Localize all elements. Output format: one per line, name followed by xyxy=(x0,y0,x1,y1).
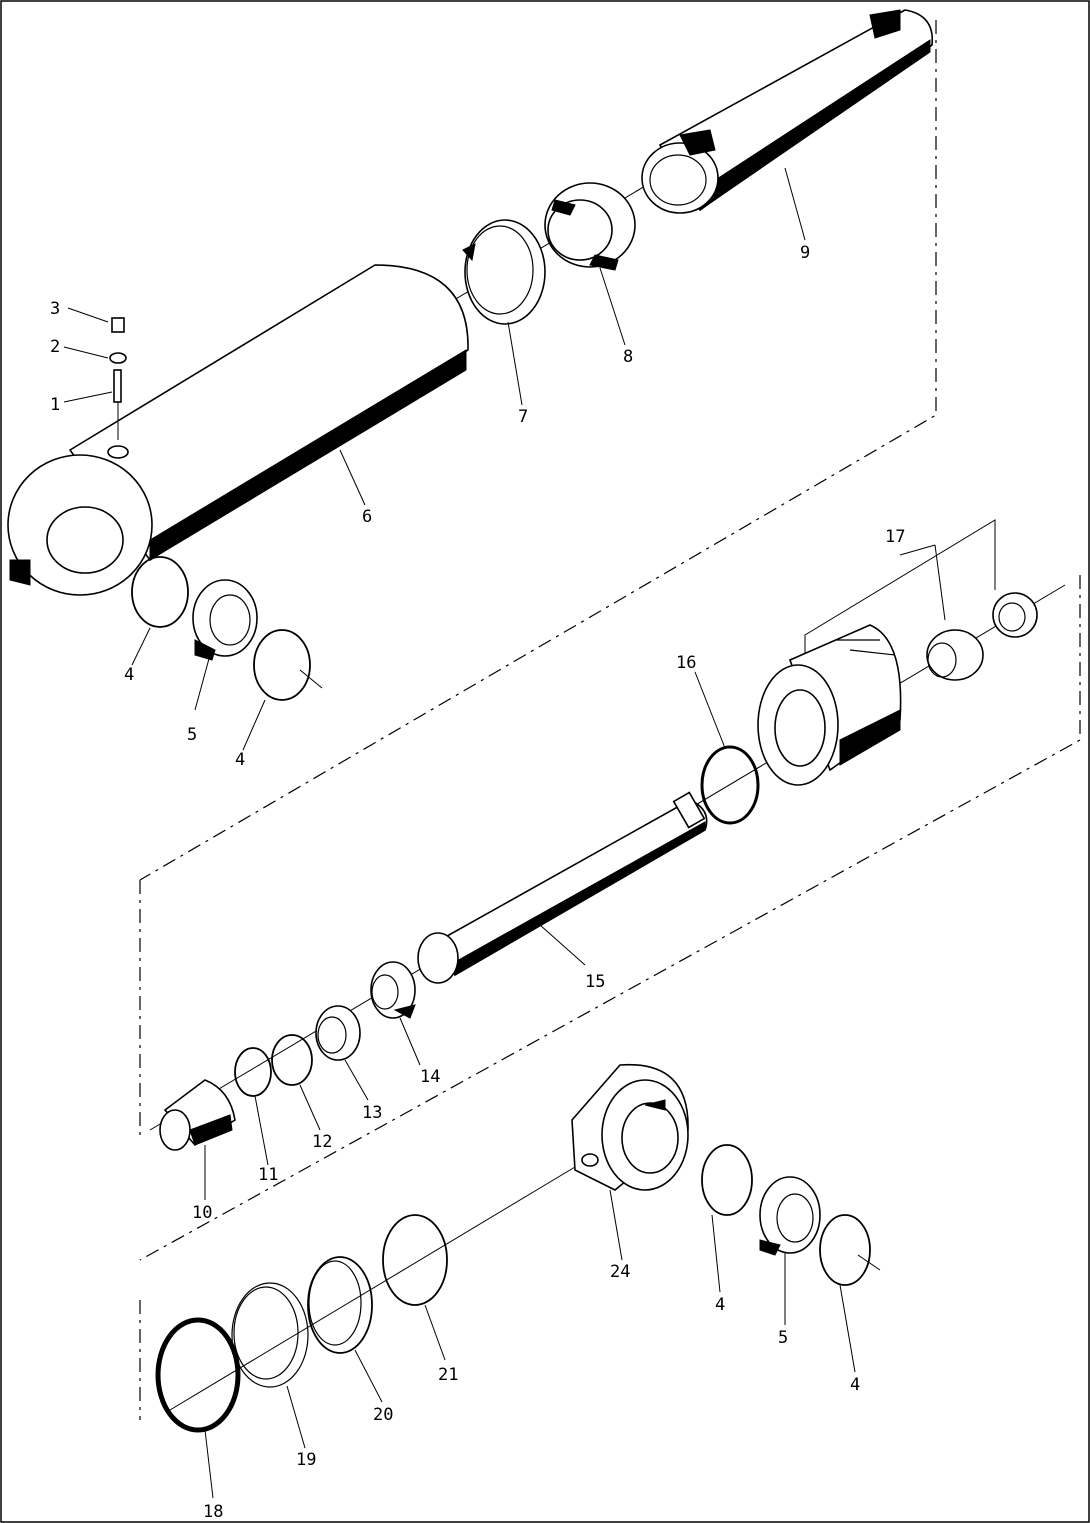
mid-leader-lines xyxy=(204,671,726,1200)
bottom-axis-line xyxy=(169,1154,596,1411)
callout-8: 8 xyxy=(623,347,633,367)
callout-9: 9 xyxy=(800,243,810,263)
callout-3: 3 xyxy=(50,299,60,319)
callout-24: 24 xyxy=(610,1262,630,1282)
mid-frame-line-right xyxy=(139,575,1081,1261)
callout-6: 6 xyxy=(362,507,372,527)
cylinder-head-part-9 xyxy=(641,9,934,214)
callout-18: 18 xyxy=(203,1502,223,1522)
ring-part-7 xyxy=(462,219,546,325)
callout-10: 10 xyxy=(192,1203,212,1223)
gland-assembly-part-17 xyxy=(757,519,1038,786)
callout-16: 16 xyxy=(676,653,696,673)
callout-12: 12 xyxy=(312,1132,332,1152)
piston-components-parts-10-14 xyxy=(159,961,416,1151)
callout-4-top-left: 4 xyxy=(124,665,134,685)
callout-4-bottom-right: 4 xyxy=(850,1375,860,1395)
callout-5-bottom: 5 xyxy=(778,1328,788,1348)
callout-7: 7 xyxy=(518,407,528,427)
callout-5-top: 5 xyxy=(187,725,197,745)
snap-ring-bushing-group-top xyxy=(131,556,323,701)
top-leader-lines xyxy=(63,167,806,751)
piston-rod-part-15 xyxy=(417,791,708,984)
callout-19: 19 xyxy=(296,1450,316,1470)
callout-21: 21 xyxy=(438,1365,458,1385)
callout-14: 14 xyxy=(420,1067,440,1087)
callout-1: 1 xyxy=(50,395,60,415)
callout-4-top-right: 4 xyxy=(235,750,245,770)
callout-2: 2 xyxy=(50,337,60,357)
clevis-part-24 xyxy=(571,1063,689,1191)
bottom-leader-lines xyxy=(204,1189,856,1499)
callout-11: 11 xyxy=(258,1165,278,1185)
seal-rings-parts-18-21 xyxy=(155,1214,448,1433)
callout-4-bottom-left: 4 xyxy=(715,1295,725,1315)
bushing-part-8 xyxy=(544,182,636,271)
grease-fitting-parts-1-3 xyxy=(107,317,129,459)
callout-20: 20 xyxy=(373,1405,393,1425)
callout-17: 17 xyxy=(885,527,905,547)
callout-13: 13 xyxy=(362,1103,382,1123)
cylinder-tube-part-6 xyxy=(7,264,469,596)
snap-ring-bushing-group-bottom xyxy=(701,1144,881,1286)
callout-15: 15 xyxy=(585,972,605,992)
o-ring-part-16 xyxy=(700,745,760,825)
